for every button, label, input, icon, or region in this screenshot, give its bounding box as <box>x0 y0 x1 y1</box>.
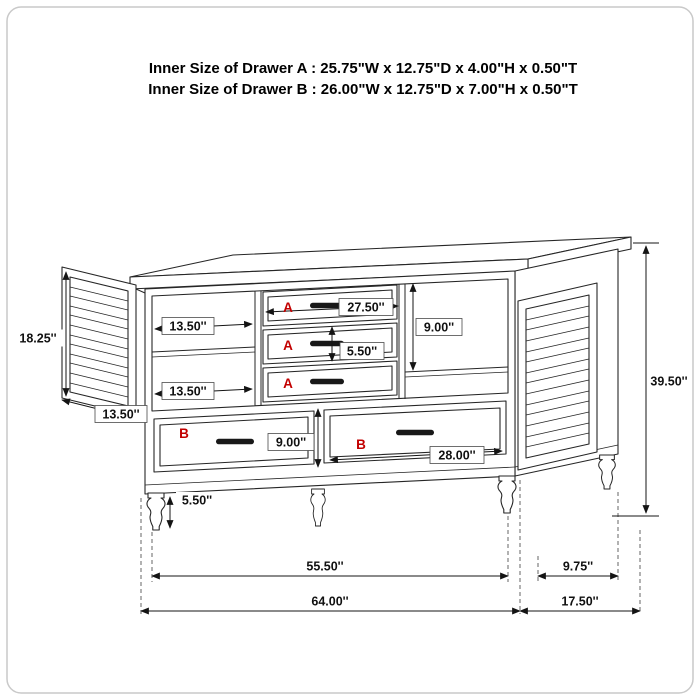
label-door-width: 13.50'' <box>102 408 139 422</box>
base-molding-front <box>144 466 516 486</box>
label-shelf-upper-width: 13.50'' <box>169 320 206 334</box>
drawer-b-left <box>153 410 315 473</box>
label-door-height: 18.25'' <box>19 332 56 346</box>
label-leg-depth-span: 9.75'' <box>563 560 593 574</box>
drawer-a-2-handle <box>310 340 344 347</box>
left-door-louvers <box>69 286 129 398</box>
right-louvered-door <box>517 282 598 471</box>
drawer-a-3 <box>262 360 398 403</box>
label-leg-span: 55.50'' <box>306 560 343 574</box>
header-line-2: Inner Size of Drawer B : 26.00"W x 12.75… <box>148 81 577 98</box>
drawer-b-right-letter: B <box>356 437 366 452</box>
right-shelf <box>404 366 509 373</box>
label-overall-depth: 17.50'' <box>561 595 598 609</box>
left-door-hinge <box>135 288 146 294</box>
label-shelf-section-height: 9.00'' <box>424 321 454 335</box>
front-right-leg <box>497 475 517 514</box>
drawer-letters: A A A B B <box>179 300 366 452</box>
drawer-b-left-handle <box>216 438 254 445</box>
drawer-b-left-letter: B <box>179 426 189 441</box>
left-shelf <box>151 346 256 353</box>
page-border <box>6 6 694 694</box>
drawer-a-1-letter: A <box>283 300 293 315</box>
back-right-leg <box>598 454 616 490</box>
left-louvered-door <box>61 266 146 417</box>
drawer-b-right-handle <box>396 429 434 436</box>
label-overall-width: 64.00'' <box>311 595 348 609</box>
label-shelf-lower-width: 13.50'' <box>169 385 206 399</box>
drawer-a-3-handle <box>310 378 344 385</box>
drawer-a-3-letter: A <box>283 376 293 391</box>
header-line-1: Inner Size of Drawer A : 25.75"W x 12.75… <box>149 60 577 77</box>
label-drawer-a-width: 27.50'' <box>347 301 384 315</box>
extension-dashes <box>140 480 641 614</box>
front-left-leg <box>146 492 166 531</box>
label-drawer-b-width: 28.00'' <box>438 449 475 463</box>
drawer-a-2-letter: A <box>283 338 293 353</box>
label-leg-height: 5.50'' <box>182 494 212 508</box>
left-shelf-edge <box>151 351 256 358</box>
right-door-louvers <box>525 305 590 448</box>
dimension-labels: 18.25'' 13.50'' 27.50'' 9.00'' 5.50'' 13… <box>12 298 691 610</box>
middle-leg <box>310 488 326 527</box>
label-drawer-a-face-height: 5.50'' <box>347 345 377 359</box>
right-shelf-edge <box>404 371 509 378</box>
label-drawer-b-face-height: 9.00'' <box>276 436 306 450</box>
label-overall-height: 39.50'' <box>650 375 687 389</box>
